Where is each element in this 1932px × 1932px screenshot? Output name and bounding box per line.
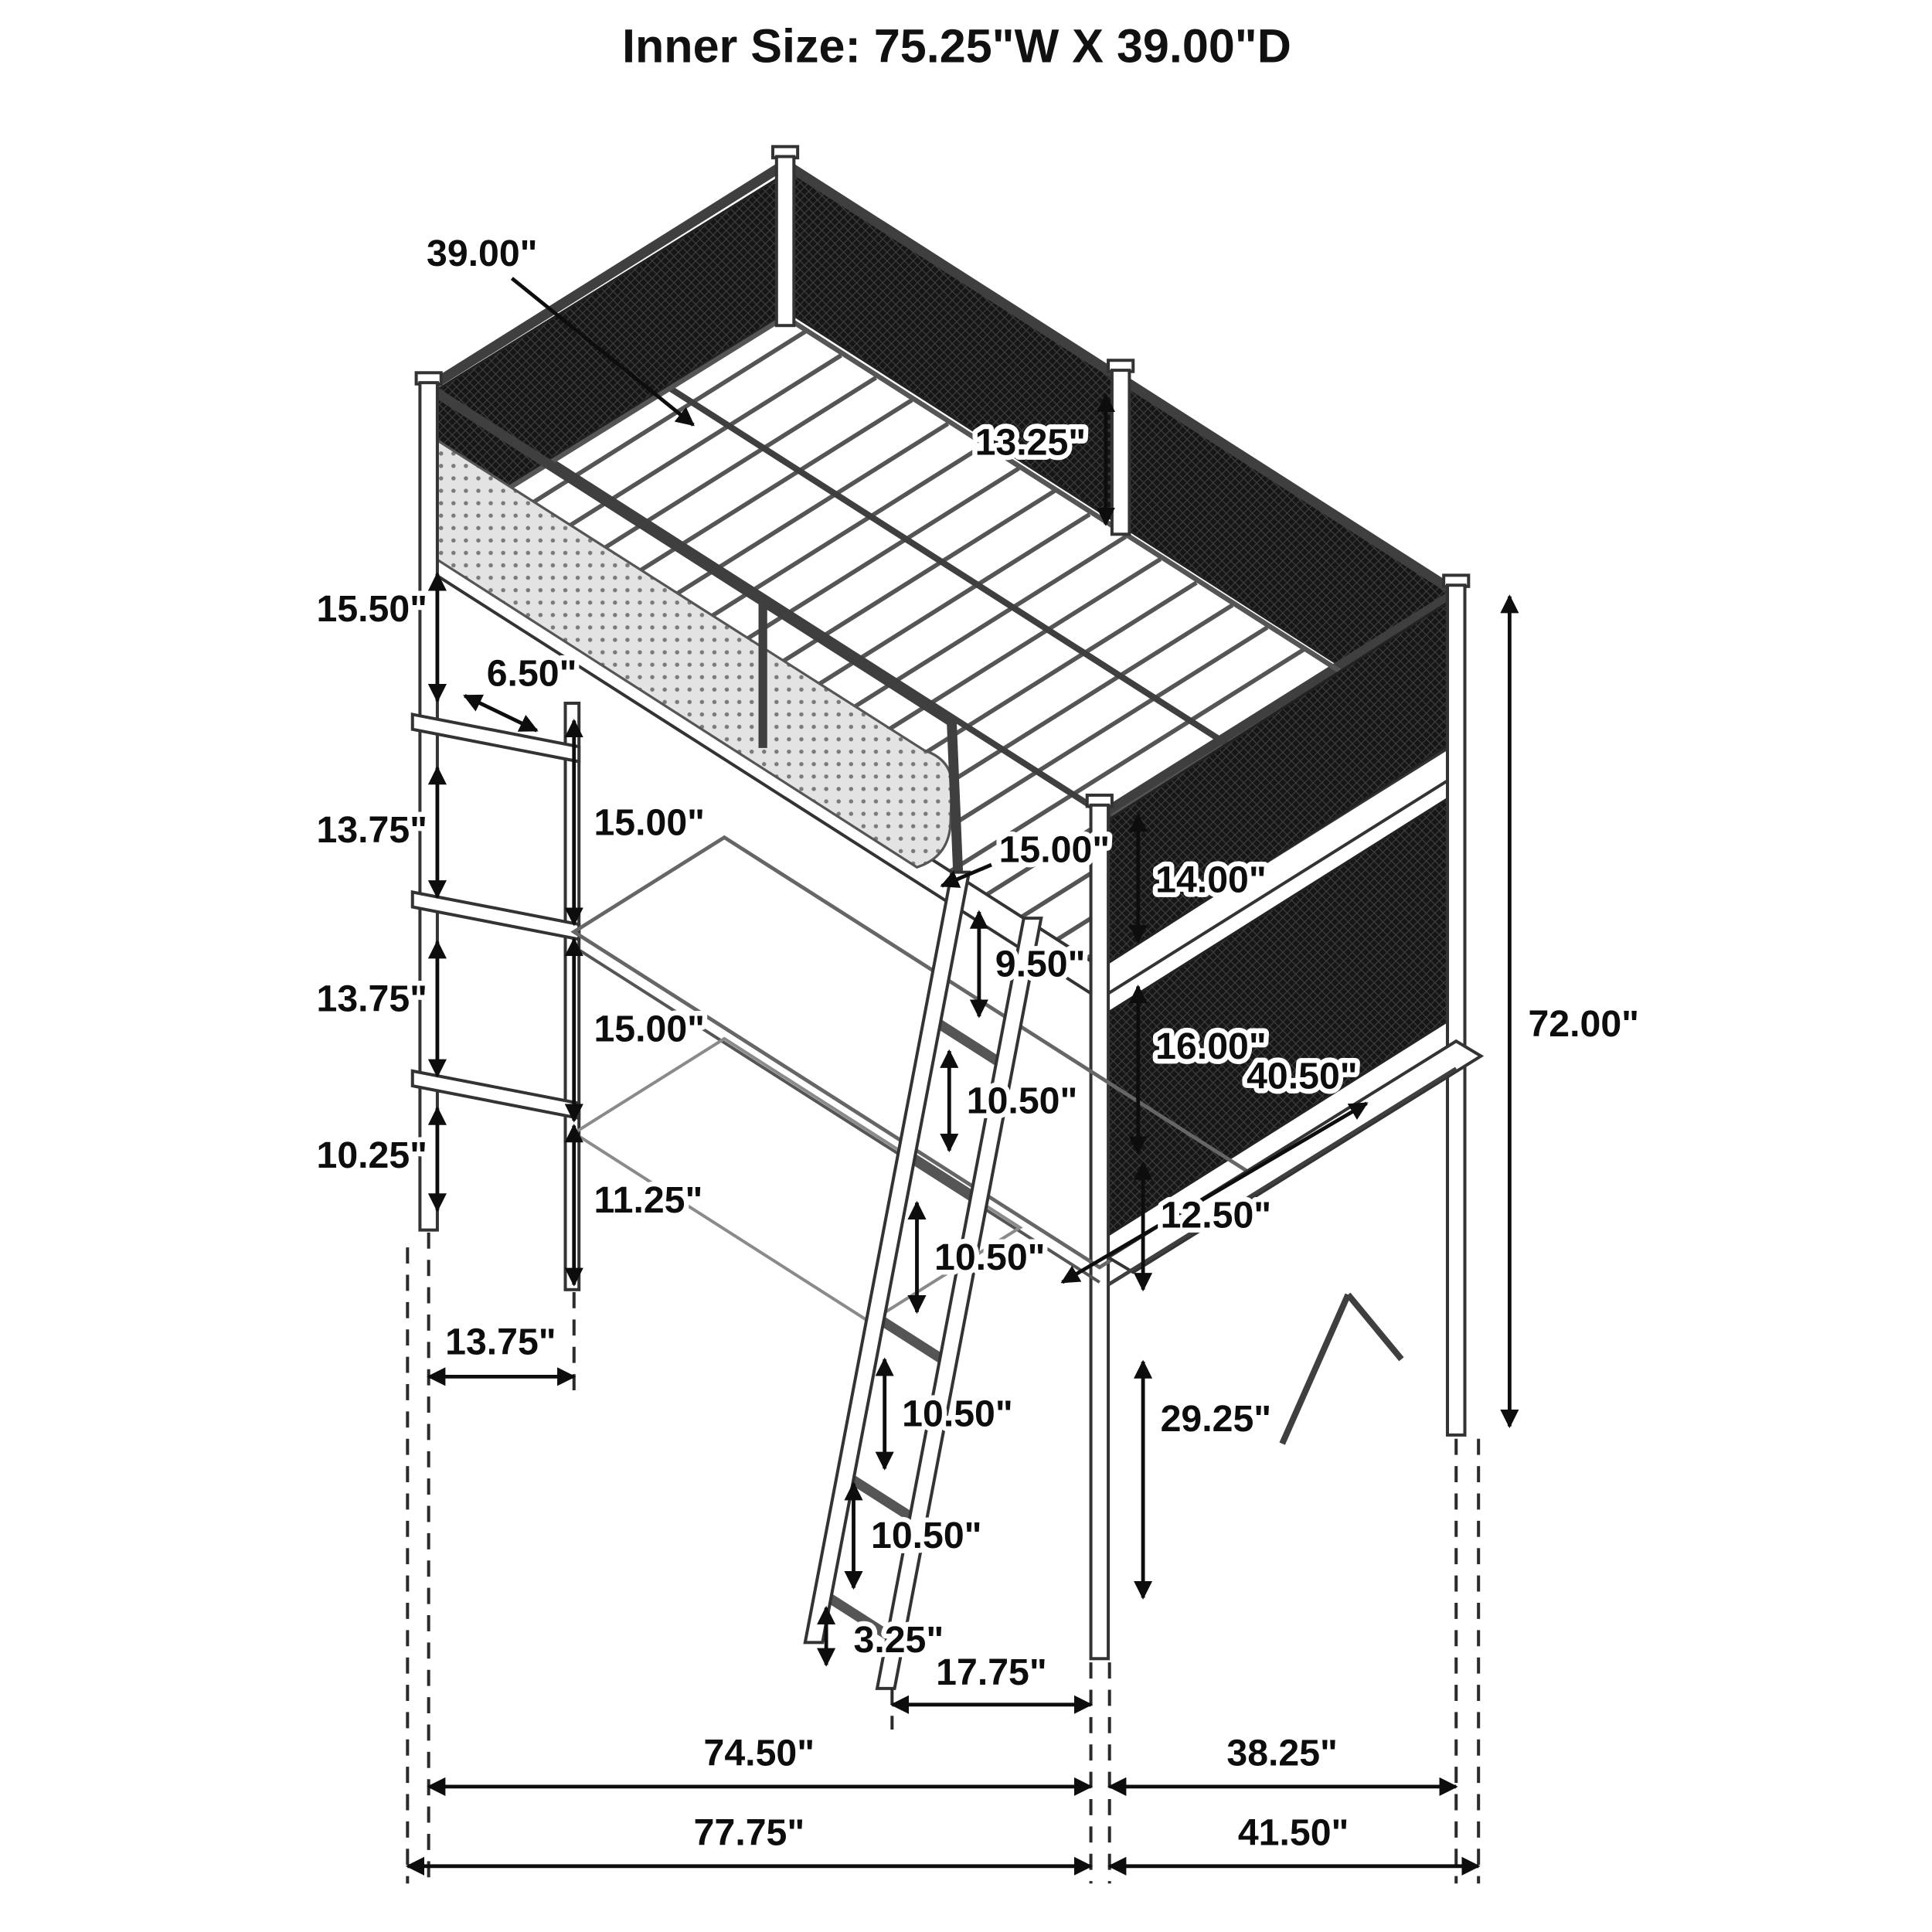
dim-label-13-75-a: 13.75" xyxy=(317,809,428,851)
dim-15-00-a: 15.00" xyxy=(564,719,709,927)
dim-6-50: 6.50" xyxy=(463,648,582,733)
dim-label-29-25: 29.25" xyxy=(1161,1398,1272,1440)
dim-label-72-00: 72.00" xyxy=(1528,1003,1639,1045)
front-perforated-panel xyxy=(427,432,954,869)
dim-17-75: 17.75" xyxy=(889,1647,1093,1714)
dim-13-75-w: 13.75" xyxy=(427,1316,577,1386)
dim-label-13-75-w: 13.75" xyxy=(445,1321,556,1362)
dim-label-14-00: 14.00" xyxy=(1155,859,1267,900)
mid-back-post xyxy=(1110,369,1131,536)
dimension-annotations: 39.00" 13.25" 15.50" 6.50" 13.75" 13.75"… xyxy=(311,228,1644,1876)
dim-label-41-50: 41.50" xyxy=(1238,1811,1349,1853)
dim-label-38-25: 38.25" xyxy=(1226,1733,1338,1774)
dim-10-50-d: 10.50" xyxy=(844,1481,987,1590)
dim-77-75: 77.75" xyxy=(405,1807,1093,1876)
dim-label-6-50: 6.50" xyxy=(487,652,577,694)
left-post xyxy=(418,381,439,1232)
front-post xyxy=(1089,803,1111,1661)
dim-41-50: 41.50" xyxy=(1107,1807,1481,1876)
dim-label-15-50: 15.50" xyxy=(317,588,428,630)
dim-label-16-00: 16.00" xyxy=(1155,1026,1267,1067)
dim-label-9-50: 9.50" xyxy=(995,944,1086,985)
front-top-rail xyxy=(423,383,963,875)
dim-label-13-25: 13.25" xyxy=(975,421,1087,463)
dim-40-50: 40.50" xyxy=(1060,1050,1369,1284)
ladder xyxy=(803,870,1043,1690)
dim-10-25: 10.25" xyxy=(311,1106,447,1213)
dim-label-10-50-a: 10.50" xyxy=(967,1080,1078,1122)
dim-label-40-50: 40.50" xyxy=(1247,1055,1358,1097)
dim-74-50: 74.50" xyxy=(427,1727,1093,1796)
dim-10-50-c: 10.50" xyxy=(875,1357,1018,1471)
side-desk-legs xyxy=(1279,1292,1404,1445)
dim-label-17-75: 17.75" xyxy=(936,1651,1047,1693)
back-post xyxy=(774,155,796,328)
dim-11-25: 11.25" xyxy=(564,1124,708,1287)
under-bed-desk-edge xyxy=(573,945,1100,1284)
left-top-rail xyxy=(423,158,791,393)
dim-label-10-50-d: 10.50" xyxy=(871,1515,982,1556)
dim-3-25: 3.25" xyxy=(817,1605,949,1667)
dim-15-50: 15.50" xyxy=(311,572,447,703)
dim-label-12-50: 12.50" xyxy=(1161,1194,1272,1236)
dim-13-75-a: 13.75" xyxy=(311,766,447,900)
dim-12-50: 12.50" xyxy=(1134,1161,1277,1292)
dim-label-10-25: 10.25" xyxy=(317,1134,428,1176)
dim-13-25: 13.25" xyxy=(970,393,1115,526)
dim-15-00-c: 15.00" xyxy=(940,824,1115,888)
dim-15-00-b: 15.00" xyxy=(564,937,709,1123)
dim-29-25: 29.25" xyxy=(1134,1359,1277,1600)
dim-38-25: 38.25" xyxy=(1107,1727,1458,1796)
right-top-rail xyxy=(1094,587,1461,821)
ladder-rungs xyxy=(818,1015,1009,1644)
dim-label-3-25: 3.25" xyxy=(854,1619,944,1661)
dim-label-11-25: 11.25" xyxy=(594,1179,702,1221)
dim-label-15-00-b: 15.00" xyxy=(594,1008,705,1049)
dim-label-74-50: 74.50" xyxy=(704,1733,815,1774)
dim-13-75-b: 13.75" xyxy=(311,940,447,1078)
dim-14-00: 14.00" xyxy=(1128,813,1271,944)
page-title: Inner Size: 75.25"W X 39.00"D xyxy=(622,19,1291,72)
dim-9-50: 9.50" xyxy=(969,910,1090,1019)
dim-label-10-50-c: 10.50" xyxy=(902,1393,1013,1435)
front-guard-rail xyxy=(423,383,963,875)
ladder-rail-right xyxy=(875,917,1043,1690)
dim-label-39-00: 39.00" xyxy=(427,233,538,274)
dim-label-77-75: 77.75" xyxy=(694,1811,805,1853)
dim-72-00: 72.00" xyxy=(1500,594,1644,1429)
dim-label-15-00-a: 15.00" xyxy=(594,801,705,843)
dim-label-10-50-b: 10.50" xyxy=(934,1236,1046,1278)
dim-label-15-00-c: 15.00" xyxy=(999,829,1111,871)
right-post xyxy=(1445,583,1467,1437)
dim-16-00: 16.00" xyxy=(1128,985,1271,1155)
lower-shelf-desk xyxy=(571,1036,1023,1324)
dim-10-50-b: 10.50" xyxy=(907,1200,1050,1315)
dim-label-13-75-b: 13.75" xyxy=(317,978,428,1020)
dim-39-00: 39.00" xyxy=(422,228,695,427)
